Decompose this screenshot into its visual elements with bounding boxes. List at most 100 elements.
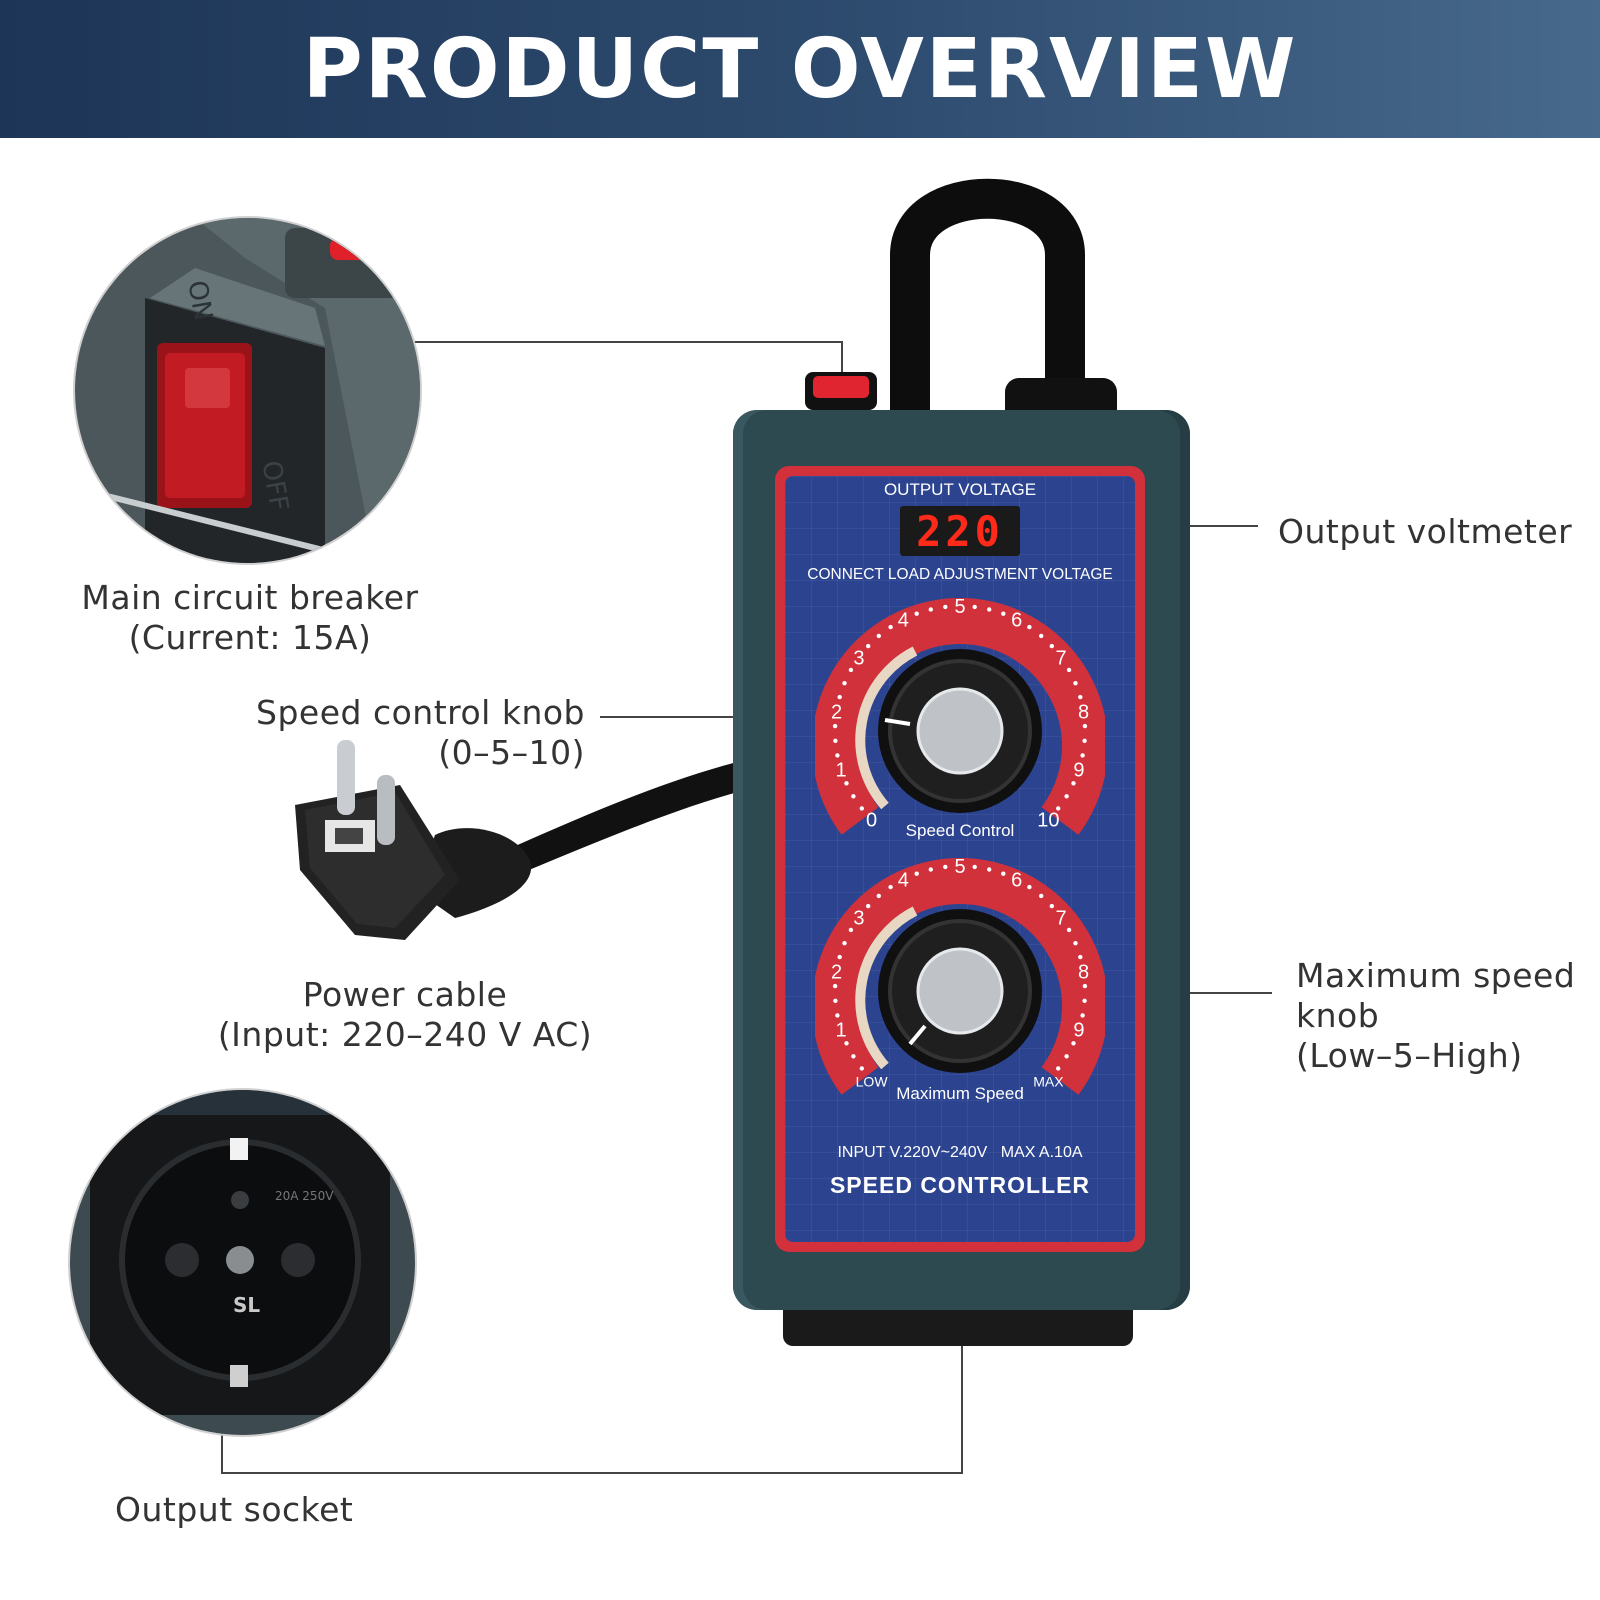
voltage-value: 220 [916, 506, 1004, 556]
dial-scale-dot [1001, 611, 1006, 616]
dial-scale-dot [1064, 1054, 1069, 1059]
dial-scale-dot [1056, 1066, 1061, 1071]
dial-scale-dot [848, 927, 854, 933]
leader-socket [221, 1340, 963, 1474]
speed-knob[interactable] [878, 649, 1042, 813]
dial-scale-label: 8 [1078, 961, 1089, 983]
dial-scale-dot [876, 893, 881, 899]
socket-zoom: SL 20A 250V [70, 1090, 415, 1435]
dial-scale-dot [833, 998, 838, 1003]
callout-power-cable: Power cable (Input: 220–240 V AC) [217, 975, 593, 1054]
carry-handle [890, 178, 1085, 420]
dial-scale-dot [1082, 998, 1087, 1003]
dial-scale-label: LOW [856, 1073, 889, 1089]
dial-scale-label: 3 [853, 908, 864, 930]
callout-breaker: Main circuit breaker (Current: 15A) [81, 578, 419, 657]
dial-scale-dot [987, 607, 992, 612]
breaker-button[interactable] [805, 372, 877, 410]
dial-scale-dot [1078, 954, 1083, 960]
dial-scale-dot [1027, 884, 1032, 890]
dial-scale-dot [844, 781, 849, 786]
adjust-caption: CONNECT LOAD ADJUSTMENT VOLTAGE [807, 566, 1113, 583]
dial-scale-dot [914, 611, 919, 616]
dial-scale-label: 6 [1011, 870, 1022, 892]
dial-scale-label: 7 [1056, 648, 1067, 670]
socket-mark: SL [233, 1293, 260, 1317]
dial-scale-dot [837, 694, 842, 700]
dial-scale-dot [1039, 893, 1044, 899]
power-plug [295, 740, 745, 940]
dial-scale-dot [1049, 643, 1054, 649]
dial-scale-dot [1064, 794, 1069, 799]
dial-scale-dot [1082, 983, 1088, 989]
dial-scale-label: 8 [1078, 701, 1089, 723]
rating-text: INPUT V.220V~240V MAX A.10A [837, 1144, 1083, 1161]
panel-blue-area: OUTPUT VOLTAGE 220 CONNECT LOAD ADJUSTME… [785, 476, 1135, 1242]
dial-scale-dot [1049, 903, 1054, 909]
dial-scale-label: 7 [1056, 908, 1067, 930]
dial-scale-dot [1071, 781, 1076, 786]
dial-scale-dot [1082, 738, 1087, 743]
dial-scale-label: 0 [866, 809, 877, 831]
voltage-display: 220 [900, 506, 1020, 556]
dial-scale-dot [866, 903, 871, 909]
dial-scale-dot [1066, 927, 1072, 933]
dial-scale-dot [1080, 1013, 1085, 1018]
front-panel: OUTPUT VOLTAGE 220 CONNECT LOAD ADJUSTME… [775, 466, 1145, 1252]
dial-scale-label: 9 [1073, 1020, 1084, 1042]
leader-breaker [410, 341, 843, 392]
dial-scale-dot [848, 667, 854, 673]
switch-on-label: ON [181, 278, 217, 323]
dial-scale-dot [928, 867, 933, 872]
dial-scale-dot [928, 607, 933, 612]
dial-scale-dot [842, 681, 847, 686]
dial-scale-dot [972, 604, 977, 610]
breaker-zoom-art: ON OFF [75, 218, 420, 563]
dial-scale-dot [859, 806, 864, 811]
dial-scale-dot [832, 723, 838, 729]
dial-scale-label: 5 [954, 856, 965, 878]
dial-scale-dot [851, 794, 856, 799]
dial-scale-dot [866, 643, 871, 649]
dial-scale-label: 9 [1073, 760, 1084, 782]
device-foot [783, 1310, 1133, 1346]
dial-scale-dot [1001, 871, 1006, 876]
dial-scale-dot [851, 1054, 856, 1059]
dial-scale-label: 3 [853, 648, 864, 670]
max-speed-knob[interactable] [878, 909, 1042, 1073]
dial-scale-label: 1 [836, 1020, 847, 1042]
maximum-speed-caption: Maximum Speed [896, 1084, 1024, 1103]
dial-scale-label: MAX [1033, 1073, 1064, 1089]
dial-scale-dot [943, 604, 948, 610]
dial-scale-dot [943, 864, 948, 870]
socket-zoom-art: SL 20A 250V [70, 1090, 415, 1435]
dial-scale-dot [972, 864, 977, 870]
dial-scale-dot [1073, 681, 1078, 686]
reset-button[interactable] [1005, 378, 1117, 416]
dial-scale-dot [888, 884, 893, 890]
dial-scale-dot [1039, 633, 1044, 639]
dial-scale-dot [837, 954, 842, 960]
callout-max-knob: Maximum speed knob (Low–5–High) [1296, 956, 1576, 1075]
dial-scale-dot [842, 941, 847, 946]
callout-output-socket: Output socket [115, 1490, 354, 1529]
dial-scale-label: 4 [898, 870, 909, 892]
header-banner: PRODUCT OVERVIEW [0, 0, 1600, 138]
dial-scale-dot [859, 1066, 864, 1071]
dial-scale-dot [1056, 806, 1061, 811]
dial-scale-label: 2 [831, 961, 842, 983]
dial-scale-dot [1027, 624, 1032, 630]
dial-scale-dot [1066, 667, 1072, 673]
dial-scale-dot [833, 738, 838, 743]
socket-rating: 20A 250V [275, 1189, 334, 1203]
dial-scale-dot [914, 871, 919, 876]
breaker-zoom: ON OFF [75, 218, 420, 563]
dial-scale-label: 2 [831, 701, 842, 723]
dial-scale-label: 5 [954, 596, 965, 618]
page-title: PRODUCT OVERVIEW [302, 21, 1298, 117]
dial-scale-label: 10 [1037, 809, 1059, 831]
dial-scale-dot [987, 867, 992, 872]
dial-scale-dot [888, 624, 893, 630]
